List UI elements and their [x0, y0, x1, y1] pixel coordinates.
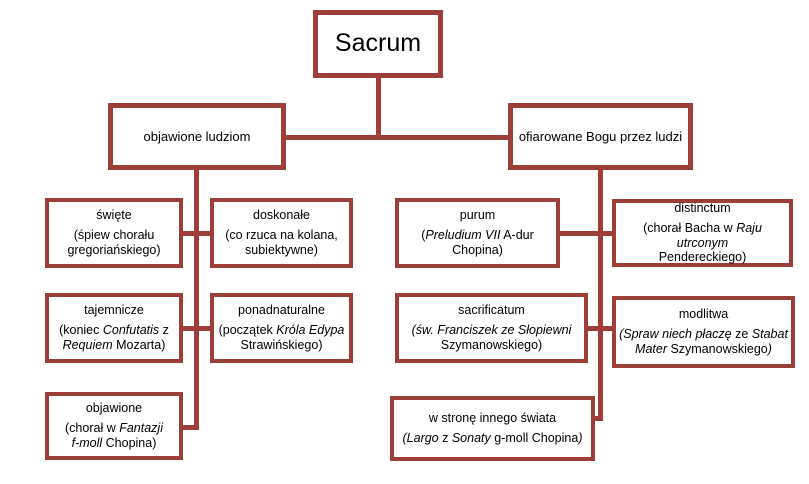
node-objawione: objawione (chorał w Fantazji f-moll Chop… — [45, 392, 183, 460]
connector-right-row1-right — [603, 231, 612, 236]
node-sacrificatum: sacrificatum (św. Franciszek ze Słopiewn… — [395, 293, 588, 363]
node-ponadnaturalne-subtitle: (początek Króla Edypa Strawińskiego) — [218, 323, 345, 352]
node-ofiarowane-bogu: ofiarowane Bogu przez ludzi — [508, 103, 693, 170]
connector-right-trunk — [598, 170, 603, 421]
node-w-strone-innego-swiata-subtitle: (Largo z Sonaty g-moll Chopina) — [402, 431, 583, 445]
connector-right-row1-left — [560, 231, 598, 236]
node-sacrificatum-title: sacrificatum — [458, 303, 525, 318]
connector-left-row2-left — [183, 326, 194, 331]
node-w-strone-innego-swiata: w stronę innego świata (Largo z Sonaty g… — [390, 396, 595, 461]
node-distinctum-title: distinctum — [674, 201, 731, 215]
node-objawione-title: objawione — [85, 401, 143, 416]
connector-right-row3-left — [594, 416, 598, 421]
node-swiete-title: święte — [96, 208, 132, 223]
node-ponadnaturalne: ponadnaturalne (początek Króla Edypa Str… — [210, 293, 353, 363]
node-tajemnicze: tajemnicze (koniec Confutatis z Requiem … — [45, 293, 183, 363]
node-objawione-ludziom: objawione ludziom — [108, 103, 286, 170]
node-doskonale: doskonałe (co rzuca na kolana, subiektyw… — [210, 198, 353, 268]
node-objawione-ludziom-label: objawione ludziom — [143, 128, 251, 144]
connector-left-row2-right — [199, 326, 210, 331]
node-purum-title: purum — [459, 208, 496, 223]
node-doskonale-subtitle: (co rzuca na kolana, subiektywne) — [225, 228, 338, 257]
node-sacrum: Sacrum — [313, 10, 443, 78]
node-doskonale-title: doskonałe — [253, 208, 310, 223]
node-tajemnicze-title: tajemnicze — [84, 303, 144, 318]
node-tajemnicze-subtitle: (koniec Confutatis z Requiem Mozarta) — [59, 323, 169, 352]
node-swiete-subtitle: (śpiew chorału gregoriańskiego) — [67, 228, 161, 257]
connector-right-row2-left — [588, 326, 598, 331]
node-swiete: święte (śpiew chorału gregoriańskiego) — [45, 198, 183, 268]
node-purum-subtitle: (Preludium VII A-dur Chopina) — [421, 228, 534, 257]
node-sacrificatum-subtitle: (św. Franciszek ze Słopiewni Szymanowski… — [411, 323, 572, 352]
node-objawione-subtitle: (chorał w Fantazji f-moll Chopina) — [65, 421, 163, 450]
node-modlitwa: modlitwa (Spraw niech płaczę ze Stabat M… — [612, 296, 795, 368]
connector-left-row3-left — [183, 425, 194, 430]
node-ponadnaturalne-title: ponadnaturalne — [238, 303, 325, 318]
node-modlitwa-title: modlitwa — [678, 307, 729, 322]
connector-left-trunk — [194, 170, 199, 430]
node-w-strone-innego-swiata-title: w stronę innego świata — [428, 411, 557, 426]
node-sacrum-label: Sacrum — [334, 29, 422, 58]
node-purum: purum (Preludium VII A-dur Chopina) — [395, 198, 560, 268]
connector-left-row1-right — [199, 231, 210, 236]
connector-level2-hline — [285, 135, 508, 140]
node-ofiarowane-bogu-label: ofiarowane Bogu przez ludzi — [518, 128, 683, 144]
connector-root-stem — [376, 78, 381, 138]
node-distinctum: distinctum (chorał Bacha w Raju utrconym… — [612, 199, 793, 267]
connector-left-row1-left — [183, 231, 194, 236]
connector-right-row2-right — [603, 326, 612, 331]
node-distinctum-subtitle: (chorał Bacha w Raju utrconym Penderecki… — [643, 220, 762, 265]
node-modlitwa-subtitle: (Spraw niech płaczę ze Stabat Mater Szym… — [619, 327, 788, 356]
